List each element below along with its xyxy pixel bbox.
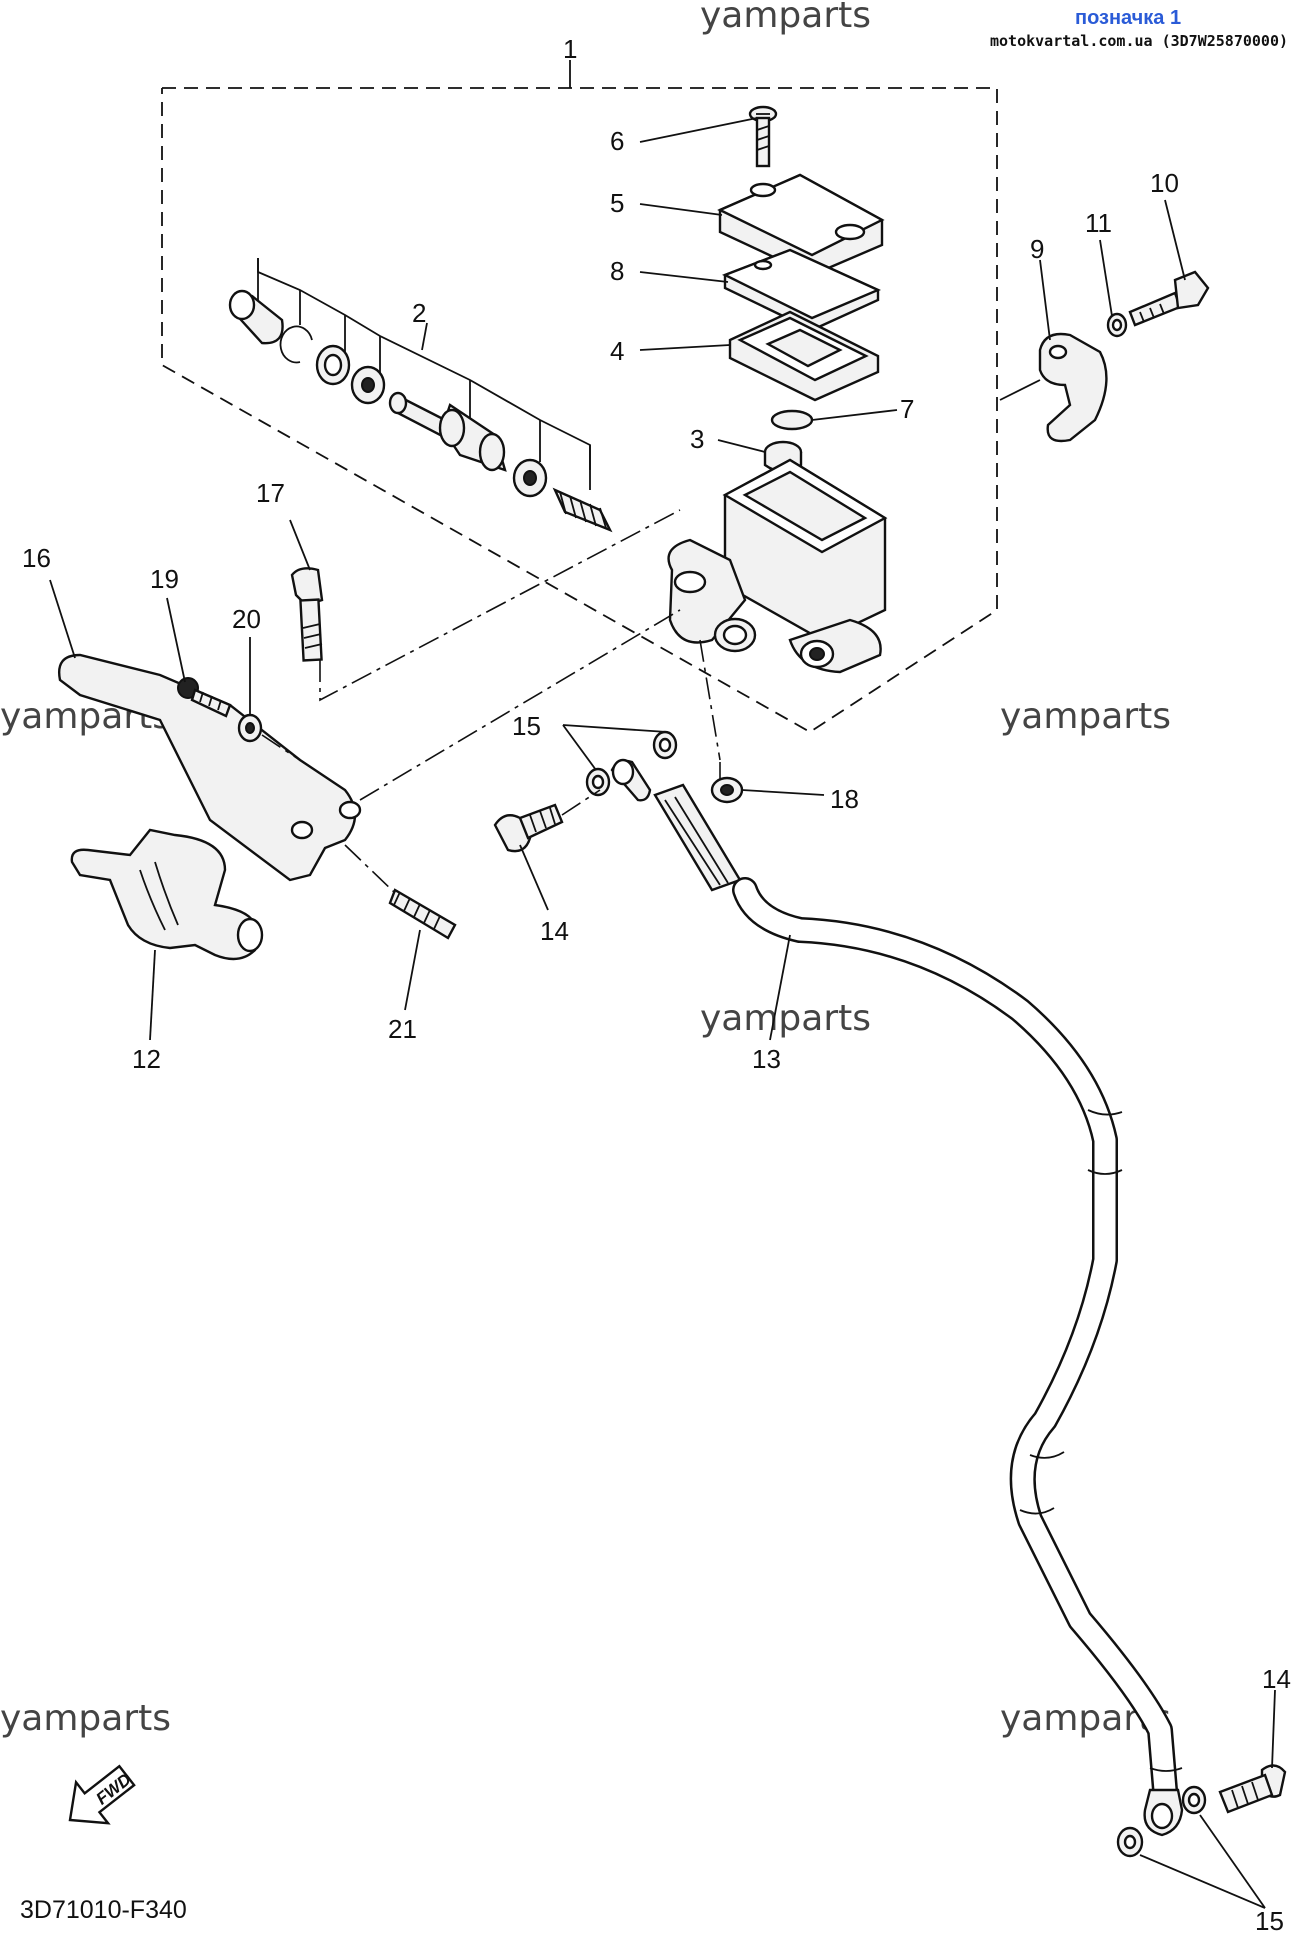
- callout-13: 13: [752, 1044, 781, 1074]
- callout-5: 5: [610, 188, 624, 218]
- diagram-code: 3D71010-F340: [20, 1896, 187, 1924]
- callout-17: 17: [256, 478, 285, 508]
- mark-label: позначка 1: [1075, 7, 1181, 29]
- watermark-top: yamparts: [700, 0, 871, 36]
- callout-19: 19: [150, 564, 179, 594]
- callout-21: 21: [388, 1014, 417, 1044]
- callout-15-lower: 15: [1255, 1906, 1284, 1936]
- part-10-bolt: [1128, 270, 1210, 327]
- callout-14-lower: 14: [1262, 1664, 1291, 1694]
- callout-1: 1: [563, 34, 577, 64]
- part-7-plate: [770, 409, 814, 431]
- master-cylinder-body: [667, 458, 888, 674]
- part-19-screw: [177, 677, 232, 718]
- part-13-brake-hose: [610, 758, 1184, 1837]
- part-12-switch: [70, 828, 264, 961]
- part-2-piston-kit: [228, 258, 613, 533]
- part-17-pivot-bolt: [290, 567, 324, 662]
- part-11-washer: [1106, 312, 1128, 338]
- source-label: motokvartal.com.ua (3D7W25870000): [990, 32, 1288, 50]
- part-4-diaphragm: [728, 310, 880, 402]
- part-14-union-bolt-lower: [1218, 1764, 1287, 1814]
- part-18-nut: [710, 776, 744, 804]
- callout-18: 18: [830, 784, 859, 814]
- watermark-left-bottom: yamparts: [0, 1698, 171, 1739]
- part-21-adjuster: [388, 888, 457, 940]
- part-5-cap: [717, 173, 885, 277]
- part-3-protector: [763, 440, 803, 473]
- leader-lines: [49, 117, 1276, 1909]
- callout-6: 6: [610, 126, 624, 156]
- callout-14-upper: 14: [540, 916, 569, 946]
- watermark-right-mid: yamparts: [1000, 696, 1171, 737]
- part-15-washers-lower: [1116, 1785, 1207, 1858]
- callout-3: 3: [690, 424, 704, 454]
- callout-4: 4: [610, 336, 624, 366]
- callout-2: 2: [412, 298, 426, 328]
- callout-10: 10: [1150, 168, 1179, 198]
- callout-9: 9: [1030, 234, 1044, 264]
- part-8-plate: [722, 248, 881, 332]
- part-20-nut: [237, 713, 263, 743]
- assembly-boundary: [161, 87, 998, 734]
- part-16-lever: [58, 653, 362, 882]
- callout-7: 7: [900, 394, 914, 424]
- callout-15-upper: 15: [512, 711, 541, 741]
- callout-16: 16: [22, 543, 51, 573]
- callout-20: 20: [232, 604, 261, 634]
- part-6-screw: [748, 105, 778, 168]
- callout-12: 12: [132, 1044, 161, 1074]
- callout-8: 8: [610, 256, 624, 286]
- callout-11: 11: [1085, 208, 1112, 238]
- watermark-center: yamparts: [700, 998, 871, 1039]
- part-14-union-bolt-upper: [493, 803, 564, 853]
- fwd-arrow-icon: FWD: [68, 1764, 136, 1825]
- part-9-holder: [1038, 332, 1108, 443]
